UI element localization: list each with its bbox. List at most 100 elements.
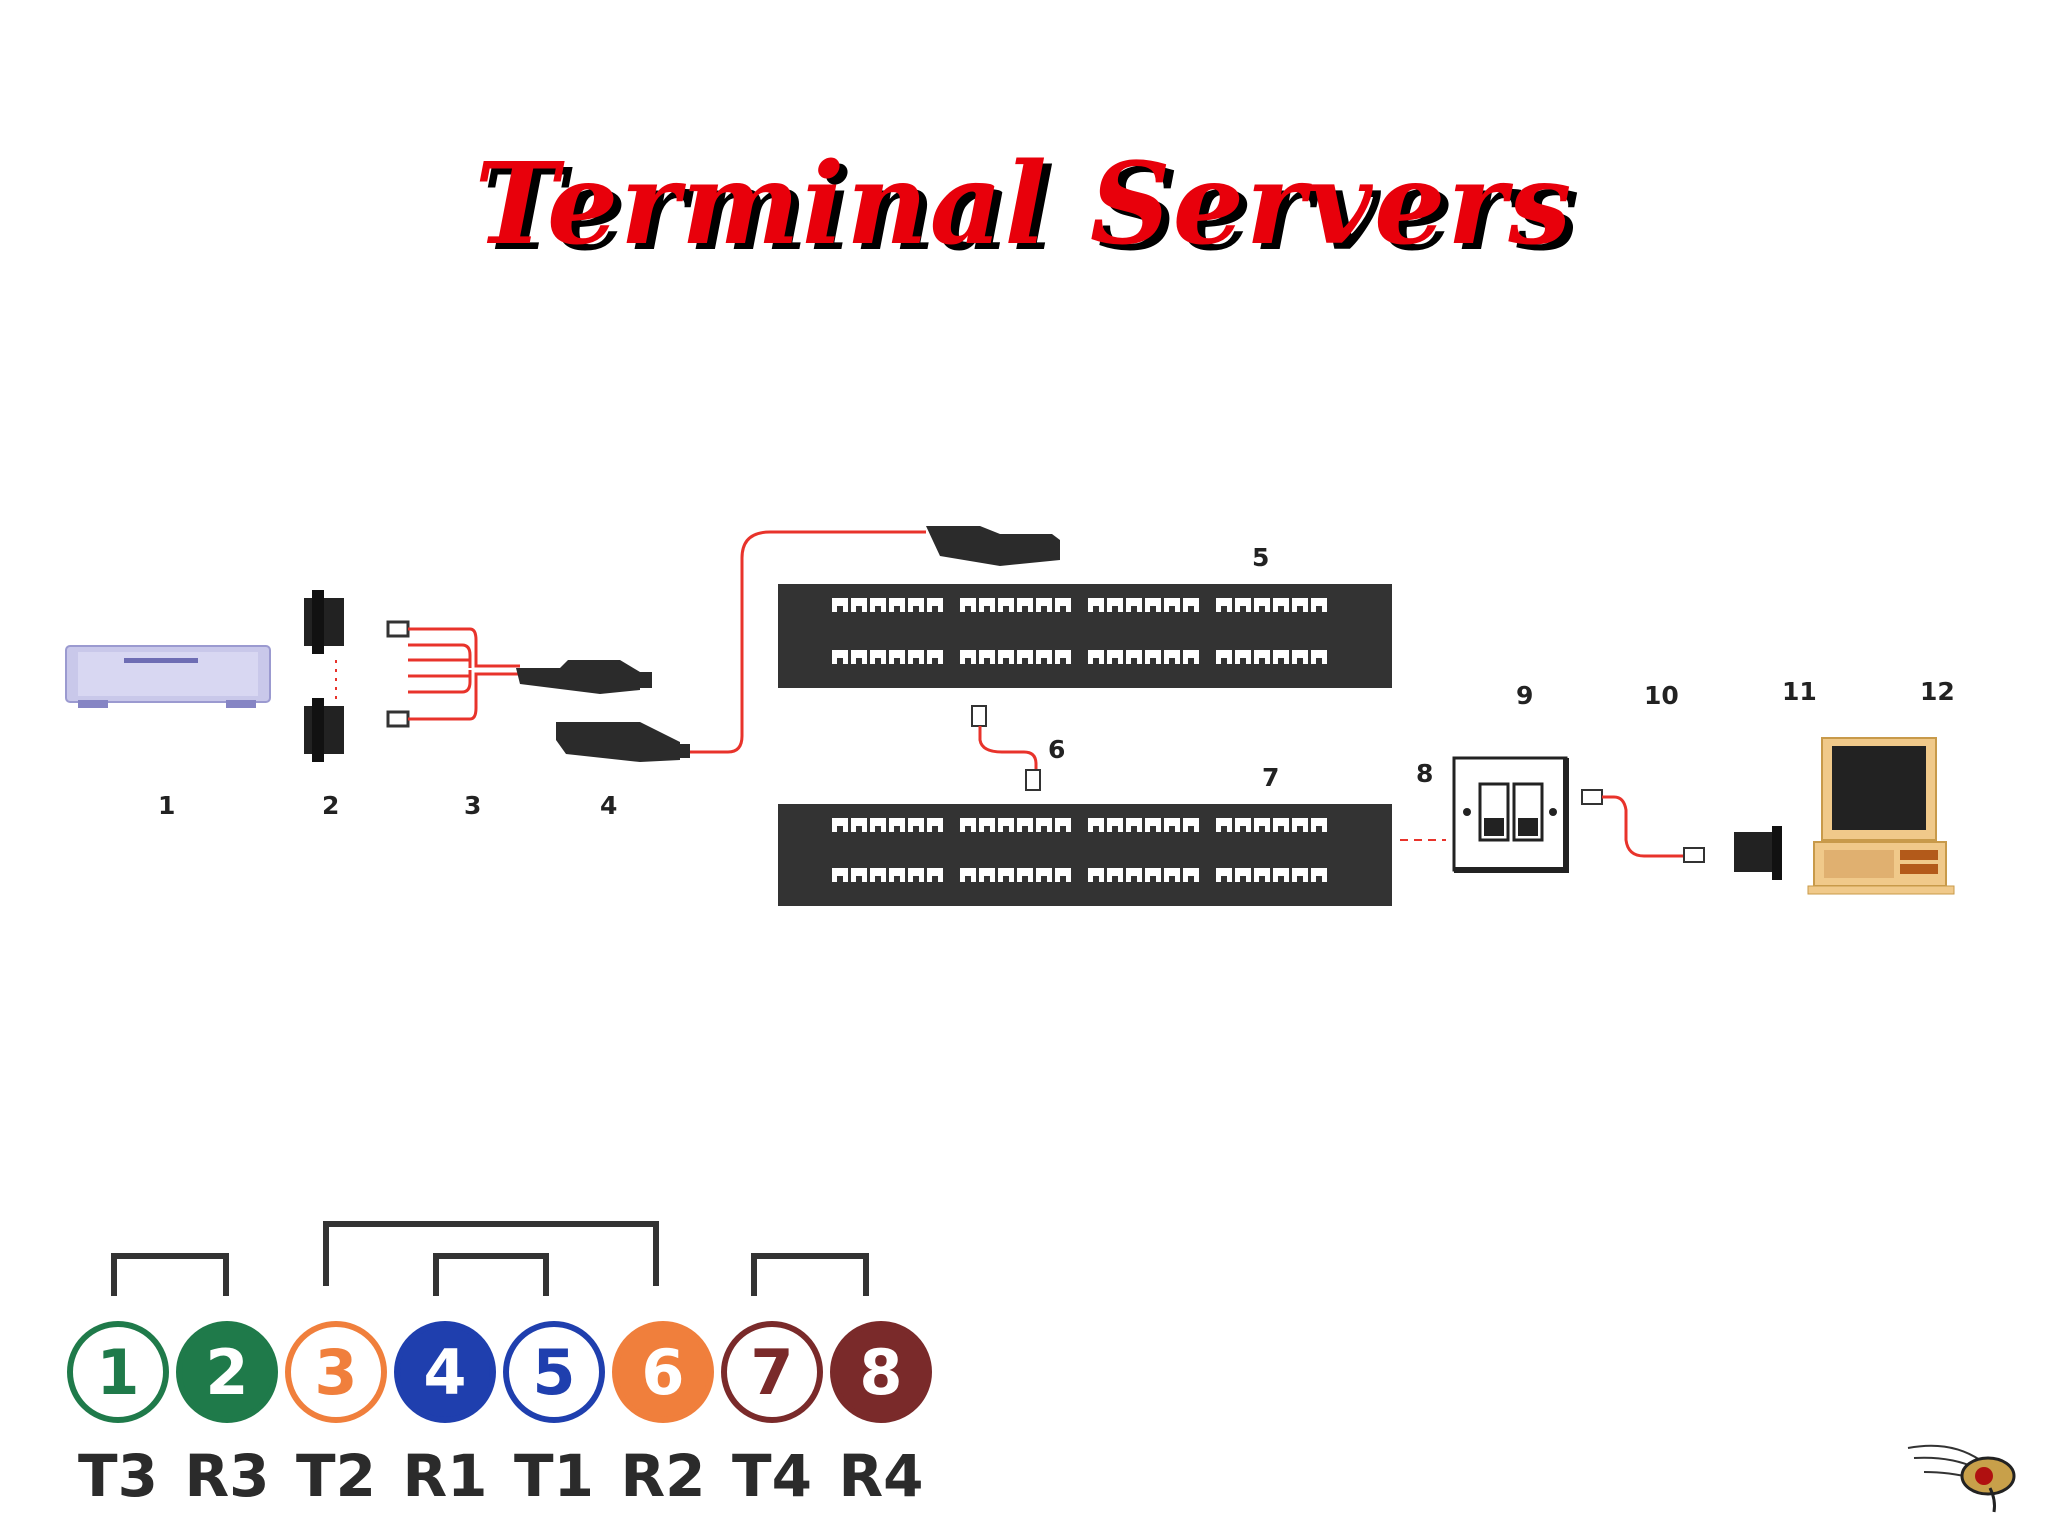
patch-port-latch: [1221, 606, 1227, 612]
patch-port-latch: [1188, 826, 1194, 832]
pin-6-number: 6: [641, 1336, 684, 1409]
patch-port-latch: [1221, 826, 1227, 832]
patch-port: [1055, 818, 1071, 832]
patch-port: [1107, 818, 1123, 832]
callout-2: 2: [322, 791, 339, 820]
callout-5: 5: [1252, 543, 1269, 572]
patch-port: [1126, 868, 1142, 882]
patch-port-latch: [1240, 876, 1246, 882]
callout-7: 7: [1262, 763, 1279, 792]
patch-port: [908, 868, 924, 882]
patch-port: [889, 598, 905, 612]
patch-port: [927, 650, 943, 664]
patch-port: [1017, 818, 1033, 832]
patch-port: [979, 818, 995, 832]
title-text: Terminal Servers: [474, 139, 1574, 270]
patch-port: [832, 598, 848, 612]
patch-ports-bottom: [832, 818, 1327, 882]
patch-port-latch: [837, 826, 843, 832]
patch-port-latch: [932, 606, 938, 612]
patch-port-latch: [965, 658, 971, 664]
patch-port: [1216, 868, 1232, 882]
patch-port-latch: [984, 658, 990, 664]
patch-port: [1292, 598, 1308, 612]
patch-port-latch: [1240, 826, 1246, 832]
patch-port: [908, 818, 924, 832]
patch-port-latch: [1150, 658, 1156, 664]
callout-8: 8: [1416, 759, 1433, 788]
patch-port: [1273, 868, 1289, 882]
patch-port: [998, 650, 1014, 664]
patch-port-latch: [1022, 658, 1028, 664]
patch-port-latch: [1112, 658, 1118, 664]
patch-port: [1036, 650, 1052, 664]
patch-port: [927, 598, 943, 612]
pin-2-label: R3: [184, 1442, 269, 1510]
patch-port: [1164, 818, 1180, 832]
patch-port-latch: [1297, 658, 1303, 664]
patch-port: [1036, 818, 1052, 832]
db25-connector-icon: [304, 590, 344, 762]
callout-11: 11: [1782, 677, 1817, 706]
patch-port-latch: [1022, 876, 1028, 882]
patch-port: [979, 650, 995, 664]
patch-port-latch: [1316, 826, 1322, 832]
patch-port-latch: [1316, 876, 1322, 882]
patch-port: [1292, 868, 1308, 882]
patch-port-latch: [1003, 606, 1009, 612]
patch-port-latch: [837, 658, 843, 664]
patch-port-latch: [1240, 658, 1246, 664]
patch-port-latch: [1060, 826, 1066, 832]
patch-port-latch: [856, 606, 862, 612]
patch-port-latch: [1041, 606, 1047, 612]
patch-port: [979, 598, 995, 612]
patch-port: [1088, 650, 1104, 664]
pin-4-circle: [394, 1321, 496, 1423]
patch-port-latch: [1259, 876, 1265, 882]
patch-port: [960, 598, 976, 612]
patch-port: [1183, 598, 1199, 612]
pin-5-circle: [503, 1321, 605, 1423]
patch-port: [870, 818, 886, 832]
patch-port-latch: [1093, 658, 1099, 664]
pin-3-label: T2: [296, 1442, 376, 1510]
patch-port: [889, 650, 905, 664]
patch-port: [1254, 598, 1270, 612]
patch-port-latch: [984, 606, 990, 612]
patch-port: [998, 868, 1014, 882]
patch-port: [851, 868, 867, 882]
patch-port: [1145, 818, 1161, 832]
logo-icon: [1907, 1444, 2016, 1513]
patch-port-latch: [965, 876, 971, 882]
patch-port-latch: [894, 606, 900, 612]
patch-port: [1273, 818, 1289, 832]
callout-1: 1: [158, 791, 175, 820]
title-shadow: Terminal Servers: [482, 145, 1582, 276]
patch-port: [1235, 650, 1251, 664]
patch-port: [1126, 598, 1142, 612]
db25-connector-icon: [1734, 826, 1782, 880]
patch-port-latch: [932, 658, 938, 664]
callout-3: 3: [464, 791, 481, 820]
patch-port: [832, 868, 848, 882]
computer-terminal-icon: [1807, 737, 1955, 895]
callout-4: 4: [600, 791, 617, 820]
patch-port-latch: [894, 658, 900, 664]
patch-port: [927, 818, 943, 832]
patch-port: [1254, 818, 1270, 832]
patch-port-latch: [837, 876, 843, 882]
patch-port: [1107, 650, 1123, 664]
patch-port-latch: [837, 606, 843, 612]
patch-port-latch: [1150, 826, 1156, 832]
pin-6-circle: [612, 1321, 714, 1423]
patch-port: [1183, 650, 1199, 664]
patch-port: [1145, 650, 1161, 664]
pin-8-circle: [830, 1321, 932, 1423]
patch-port: [870, 868, 886, 882]
patch-port: [1183, 818, 1199, 832]
callout-9: 9: [1516, 681, 1533, 710]
patch-port: [1164, 650, 1180, 664]
patch-port-latch: [932, 876, 938, 882]
pin-4-number: 4: [423, 1336, 466, 1409]
